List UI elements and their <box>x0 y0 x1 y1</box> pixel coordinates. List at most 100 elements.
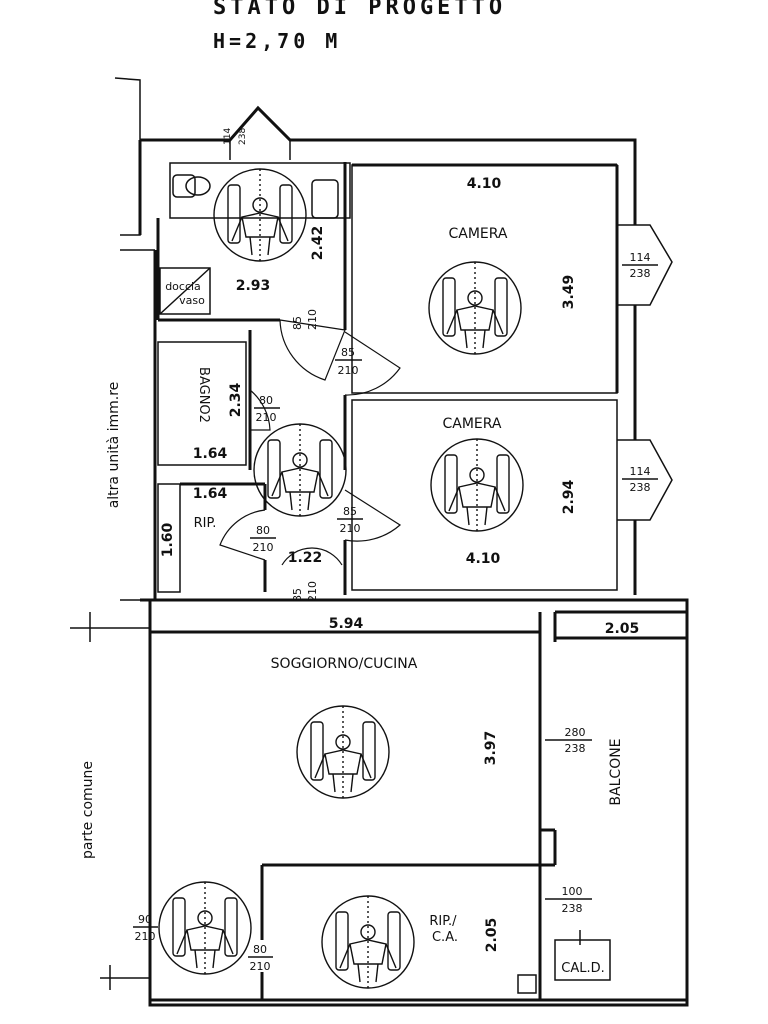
opening-win-camera-bottom-bottom: 238 <box>630 481 651 494</box>
dim-camera-top-width: 4.10 <box>467 176 502 192</box>
door-swings <box>219 319 401 566</box>
opening-door-corridor-bottom: 210 <box>306 581 319 602</box>
seat <box>241 212 279 238</box>
dim-soggiorno-height: 3.97 <box>483 731 499 766</box>
arm-left <box>339 943 351 969</box>
opening-door-bath-top: 85 <box>291 316 304 330</box>
dim-corridor-width: 1.22 <box>288 550 323 566</box>
opening-door-camera-bottom-bottom: 210 <box>340 522 361 535</box>
room-rip-ca: RIP./ C.A. <box>429 914 460 945</box>
leg-left <box>194 949 198 969</box>
arm-left <box>314 753 326 779</box>
wheel-left <box>335 911 349 971</box>
room-rip-small: RIP. <box>194 516 217 531</box>
seat <box>186 925 224 951</box>
toilet-icon <box>172 174 196 198</box>
wheel-right <box>319 439 333 499</box>
opening-door-entry-bottom: 210 <box>135 930 156 943</box>
dim-rip-width: 1.64 <box>193 486 228 502</box>
leg-right <box>212 949 216 969</box>
shower-icon <box>159 267 211 315</box>
opening-door-rip-bottom: 210 <box>253 541 274 554</box>
arm-right <box>277 216 289 242</box>
sink-icon <box>311 179 339 219</box>
wheelchair-icon <box>213 168 307 262</box>
seat <box>456 305 494 331</box>
wheel-left <box>172 897 186 957</box>
opening-win-camera-top-top: 114 <box>630 251 651 264</box>
opening-win-camera-bottom-top: 114 <box>630 465 651 478</box>
wheel-right <box>224 897 238 957</box>
dim-bath-top-width: 2.93 <box>236 278 271 294</box>
leg-left <box>357 963 361 983</box>
opening-door-rip-top: 80 <box>256 524 270 537</box>
opening-door-rip-ca-top: 80 <box>253 943 267 956</box>
arm-right <box>492 309 504 335</box>
seat <box>458 482 496 508</box>
leg-right <box>482 329 486 349</box>
dim-soggiorno-width: 5.94 <box>329 616 364 632</box>
wheelchair-circles <box>158 168 524 989</box>
opening-win-balcone-low-bottom: 238 <box>562 902 583 915</box>
head <box>197 910 213 926</box>
opening-door-camera-bottom-top: 85 <box>343 505 357 518</box>
label-doccia: doccia <box>165 280 201 293</box>
opening-win-top-left-top: 114 <box>223 128 233 145</box>
opening-door-entry-top: 90 <box>138 913 152 926</box>
leg-left <box>289 491 293 511</box>
wheel-left <box>227 184 241 244</box>
window-bumps <box>229 106 673 521</box>
opening-win-soggiorno-top: 280 <box>565 726 586 739</box>
seat <box>349 939 387 965</box>
opening-door-corridor-top: 85 <box>291 588 304 602</box>
plan-title: STATO DI PROGETTO <box>213 0 506 20</box>
height-note: H=2,70 M <box>213 29 341 53</box>
room-camera-top: CAMERA <box>448 226 507 242</box>
opening-door-bagno2-bottom: 210 <box>256 411 277 424</box>
opening-win-balcone-low-top: 100 <box>562 885 583 898</box>
dim-bagno2-width: 1.64 <box>193 446 228 462</box>
leg-right <box>350 773 354 793</box>
wheelchair-icon <box>158 881 252 975</box>
opening-win-top-left-bottom: 238 <box>238 128 248 145</box>
head <box>335 734 351 750</box>
head <box>467 290 483 306</box>
head <box>360 924 376 940</box>
dim-rip-height: 1.60 <box>160 522 176 557</box>
room-balcone: BALCONE <box>608 738 624 805</box>
head <box>292 452 308 468</box>
opening-door-camera-top-bottom: 210 <box>338 364 359 377</box>
dim-rip-ca-height: 2.05 <box>484 918 500 953</box>
opening-win-soggiorno-bottom: 238 <box>565 742 586 755</box>
dim-balcone-width: 2.05 <box>605 621 640 637</box>
arm-left <box>176 929 188 955</box>
wheel-right <box>387 911 401 971</box>
opening-door-camera-top-top: 85 <box>341 346 355 359</box>
opening-door-rip-ca-bottom: 210 <box>250 960 271 973</box>
leg-left <box>464 329 468 349</box>
wheelchair-icon <box>430 438 524 532</box>
wheel-right <box>496 454 510 514</box>
wheelchair-icon <box>296 705 390 799</box>
room-bagno2: BAGNO2 <box>196 367 211 423</box>
opening-door-bagno2-top: 80 <box>259 394 273 407</box>
opening-door-bath-bottom: 210 <box>306 309 319 330</box>
room-camera-bottom: CAMERA <box>442 416 501 432</box>
leg-left <box>332 773 336 793</box>
leg-left <box>249 236 253 256</box>
room-soggiorno: SOGGIORNO/CUCINA <box>271 656 418 672</box>
arm-right <box>317 471 329 497</box>
label-vaso: vaso <box>179 294 205 307</box>
dim-camera-bottom-height: 2.94 <box>561 479 577 514</box>
dim-camera-top-height: 3.49 <box>561 275 577 310</box>
wheel-right <box>494 277 508 337</box>
arm-right <box>222 929 234 955</box>
bath-fixtures <box>159 174 339 315</box>
wheelchair-icon <box>253 423 347 517</box>
dim-bagno2-height: 2.34 <box>228 382 244 417</box>
head <box>252 197 268 213</box>
arm-left <box>446 309 458 335</box>
opening-labels: 114 238 114 238 114 238 280 238 100 238 … <box>133 128 658 973</box>
room-cald: CAL.D. <box>561 961 605 976</box>
